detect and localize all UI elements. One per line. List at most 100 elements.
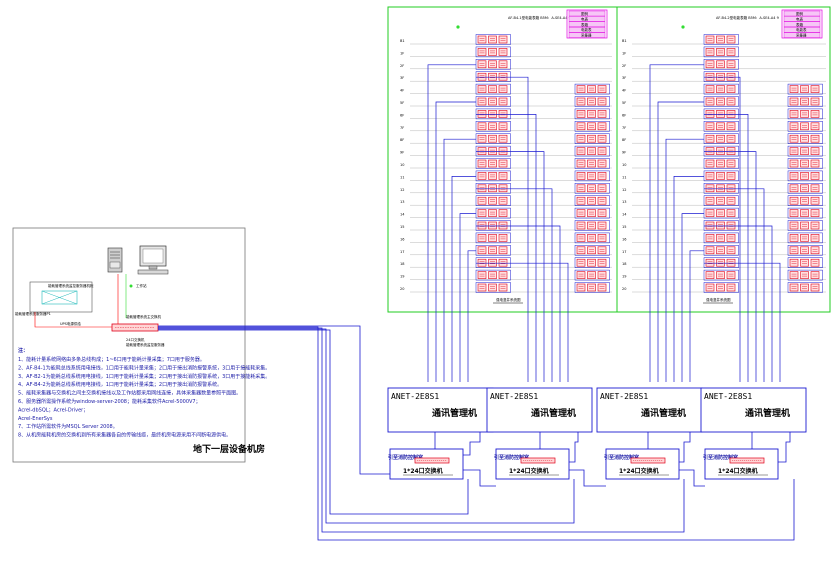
bus-line [476,225,561,382]
meter-icon [477,35,487,44]
meter-icon [477,72,487,81]
meter-icon [488,234,497,242]
floor-label: B1 [622,39,627,43]
meter-box [787,183,823,194]
bus-line [665,138,704,382]
bus-line [704,188,765,382]
meter-icon [789,147,799,155]
meter-icon [810,159,820,168]
meter-icon [597,271,607,279]
meter-icon [726,258,736,267]
floor-label: 13 [400,200,404,204]
meter-icon [726,72,736,81]
meter-icon [716,246,725,255]
legend-item: 采集器 [581,33,592,38]
meter-icon [576,209,586,217]
meter-box [787,170,823,182]
note-line: 3、AF-B2-1为能耗总线系统用电接线，1口用于能耗计量采集；2口用于接出消防… [18,373,270,380]
meter-icon [576,147,586,155]
meter-icon [498,283,508,292]
meter-icon [488,172,497,180]
equipment-room-caption: 地下一层设备机房 [193,443,265,455]
meter-icon [597,172,607,180]
meter-icon [705,283,715,292]
meter-icon [597,122,607,131]
meter-box [787,282,823,293]
panel-title-left: AF-B4-1型电能表箱 B5M：A-SE4-A4 9 [508,15,571,20]
legend-item: 表箱 [581,22,589,27]
meter-box [475,71,511,82]
switch-caption-bottom: 24口交换机 [126,337,145,342]
floor-label: 8F [400,138,404,142]
meter-icon [587,196,596,205]
floor-label: 9F [400,151,404,155]
meter-icon [716,85,725,93]
meter-icon [726,184,736,193]
floor-label: 2F [622,64,626,68]
meter-icon [477,283,487,292]
meter-box [475,245,511,256]
meter-icon [716,48,725,56]
meter-box [787,257,823,268]
meter-icon [726,97,736,106]
meter-icon [789,97,799,106]
meter-box [475,232,511,244]
meter-box [574,96,610,107]
gateway-model: ANET-2E8S1 [391,392,439,401]
server-caption: 工作站 [136,283,147,288]
meter-icon [726,283,736,292]
floor-label: 16 [400,237,404,241]
bus-line [435,101,476,382]
meter-box [574,207,610,219]
meter-box [703,257,739,268]
meter-icon [800,97,809,106]
floor-label: 1F [622,51,626,55]
floor-label: 9F [622,151,626,155]
riser-panel-right [616,6,831,313]
switch-icon [520,457,556,464]
meter-icon [810,221,820,230]
meter-box [703,282,739,293]
meter-box [475,158,511,169]
meter-icon [498,147,508,155]
meter-icon [477,48,487,56]
trunk-line [158,325,390,475]
meter-icon [810,122,820,131]
meter-icon [726,246,736,255]
bus-line [657,101,704,382]
meter-icon [810,147,820,155]
meter-icon [705,159,715,168]
notes-heading: 注： [18,347,28,354]
meter-icon [726,234,736,242]
meter-icon [705,258,715,267]
meter-icon [597,147,607,155]
meter-icon [810,134,820,143]
meter-icon [800,221,809,230]
meter-icon [477,147,487,155]
meter-icon [800,258,809,267]
floor-label: 6F [622,113,626,117]
meter-icon [498,184,508,193]
switch-icon [630,457,666,464]
meter-icon [705,48,715,56]
floor-label: 3F [622,76,626,80]
meter-box [703,170,739,182]
switch-tag: 引至消防控制室 [703,454,738,461]
meter-icon [716,172,725,180]
meter-icon [726,159,736,168]
bus-line [459,213,476,382]
meter-icon [716,196,725,205]
gateway-model: ANET-2E8S1 [704,392,752,401]
cabinet-inner [41,290,78,305]
meter-box [703,245,739,256]
meter-icon [597,246,607,255]
meter-box [475,170,511,182]
meter-icon [705,85,715,93]
floor-label: 5F [400,101,404,105]
meter-box [574,170,610,182]
floor-label: 18 [400,262,404,266]
